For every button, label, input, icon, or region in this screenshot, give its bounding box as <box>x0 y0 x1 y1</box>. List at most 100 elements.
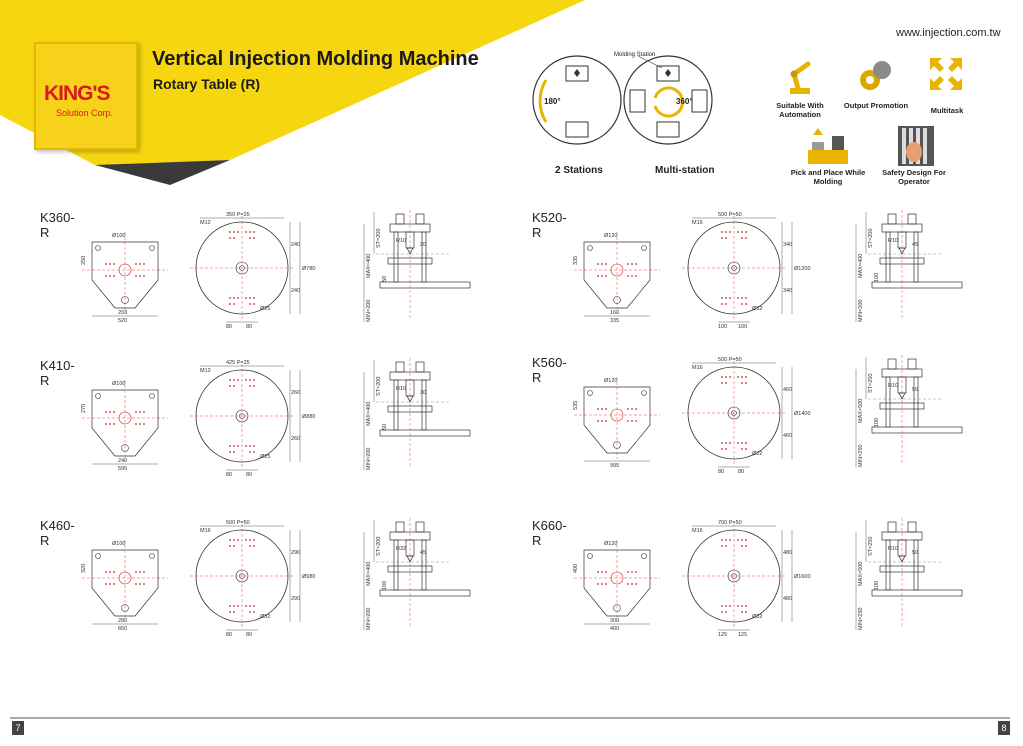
robot-arm-icon <box>790 61 811 94</box>
hole-dia-label: Ø100 <box>112 233 125 239</box>
radius-r1-label: 240 <box>291 242 300 248</box>
bottom-b2-label: 80 <box>738 469 744 475</box>
base-plate-drawing: Ø100 240 595 270 <box>81 380 168 472</box>
model-name: K410-R <box>40 358 75 388</box>
molding-station-label: Molding Station <box>614 52 656 58</box>
radius-r2-label: 460 <box>783 433 792 439</box>
height-label: 50 <box>382 424 388 430</box>
nozzle-r-label: R10 <box>396 238 406 244</box>
model-name: K460-R <box>40 518 75 548</box>
page-number-right: 8 <box>998 721 1010 735</box>
max-label: MAX=400 <box>858 254 864 278</box>
rotary-table-drawing: 500 P=50 M16 Ø32 80 80 Ø980 290 290 <box>190 520 315 638</box>
stroke-label: ST=250 <box>868 537 874 556</box>
min-label: MIN=250 <box>858 608 864 630</box>
stroke-label: ST=250 <box>868 374 874 393</box>
press-side-drawing: ST=250 MAX=500 MIN=250 R10 50 100 <box>855 355 963 467</box>
nozzle-d-label: 50 <box>912 387 918 393</box>
table-dia-label: Ø880 <box>302 414 315 420</box>
thread-label: M12 <box>200 368 211 374</box>
base-w1-label: 650 <box>118 626 127 632</box>
min-label: MIN=200 <box>366 300 372 322</box>
nozzle-d-label: 50 <box>912 550 918 556</box>
company-logo: KING'S Solution Corp. <box>34 42 138 150</box>
base-h1-label: 400 <box>573 564 579 573</box>
press-side-drawing: ST=250 MAX=500 MIN=250 R10 50 100 <box>855 518 963 630</box>
nozzle-d-label: 20 <box>420 242 426 248</box>
radius-r2-label: 290 <box>291 596 300 602</box>
radius-r1-label: 340 <box>783 242 792 248</box>
multi-station-label: Multi-station <box>655 165 715 176</box>
pitch-label: 500 P=50 <box>718 357 742 363</box>
base-h1-label: 270 <box>81 404 87 413</box>
press-side-drawing: ST=200 MAX=400 MIN=200 R32 45 100 <box>363 518 471 630</box>
base-h1-label: 535 <box>573 401 579 410</box>
pitch-label: 700 P=50 <box>718 520 742 526</box>
bottom-b1-label: 80 <box>226 632 232 638</box>
feature-label-pick-place: Pick and Place While Molding <box>790 168 866 186</box>
angle-180-label: 180° <box>544 97 561 106</box>
page-number-left: 7 <box>12 721 24 735</box>
height-label: 100 <box>382 581 388 590</box>
table-dia-label: Ø1200 <box>794 266 811 272</box>
press-side-drawing: ST=200 MAX=400 MIN=200 R10 20 50 <box>363 210 471 322</box>
base-plate-drawing: Ø120 300 400 400 <box>573 540 660 632</box>
bottom-b2-label: 80 <box>246 632 252 638</box>
base-h1-label: 250 <box>81 256 87 265</box>
hole-dia-label: Ø100 <box>112 381 125 387</box>
pin-dia-label: Ø32 <box>752 451 762 457</box>
rotary-table-drawing: 425 P=25 M12 Ø25 80 80 Ø880 260 260 <box>190 360 315 478</box>
pitch-label: 350 P=25 <box>226 212 250 218</box>
pitch-label: 500 P=50 <box>226 520 250 526</box>
nozzle-r-label: R32 <box>396 546 406 552</box>
pitch-label: 500 P=50 <box>718 212 742 218</box>
max-label: MAX=500 <box>858 562 864 586</box>
rotary-table-drawing: 500 P=50 M16 Ø32 100 100 Ø1200 340 340 <box>682 212 811 330</box>
height-label: 100 <box>874 581 880 590</box>
output-promotion-icon <box>860 61 891 90</box>
table-dia-label: Ø1400 <box>794 411 811 417</box>
hole-dia-label: Ø120 <box>604 541 617 547</box>
hole-dia-label: Ø100 <box>112 541 125 547</box>
rotary-table-drawing: 350 P=25 M12 Ø25 80 80 Ø780 240 240 <box>190 212 315 330</box>
model-name: K560-R <box>532 355 567 385</box>
feature-label-safety: Safety Design For Operator <box>882 168 946 186</box>
nozzle-r-label: R10 <box>888 383 898 389</box>
thread-label: M12 <box>200 220 211 226</box>
radius-r1-label: 290 <box>291 550 300 556</box>
max-label: MAX=500 <box>858 399 864 423</box>
base-w1-label: 335 <box>610 318 619 324</box>
base-plate-drawing: Ø100 280 650 320 <box>81 540 168 632</box>
base-w1-label: 400 <box>610 626 619 632</box>
base-plate-drawing: Ø120 160 335 335 <box>573 232 660 324</box>
radius-r2-label: 240 <box>291 288 300 294</box>
bottom-b2-label: 125 <box>738 632 747 638</box>
rotary-table-drawing: 500 P=50 M16 Ø32 80 80 Ø1400 460 460 <box>682 357 811 475</box>
multitask-icon <box>930 58 962 90</box>
press-side-drawing: ST=200 MAX=400 MIN=200 R10 45 100 <box>855 210 963 322</box>
bottom-b2-label: 80 <box>246 324 252 330</box>
thread-label: M16 <box>200 528 211 534</box>
min-label: MIN=250 <box>858 445 864 467</box>
thread-label: M16 <box>692 528 703 534</box>
feature-label-multitask: Multitask <box>930 106 964 115</box>
stroke-label: ST=200 <box>376 229 382 248</box>
table-dia-label: Ø1600 <box>794 574 811 580</box>
radius-r1-label: 260 <box>291 390 300 396</box>
max-label: MAX=400 <box>366 254 372 278</box>
hole-dia-label: Ø120 <box>604 378 617 384</box>
base-h1-label: 320 <box>81 564 87 573</box>
hole-dia-label: Ø120 <box>604 233 617 239</box>
radius-r2-label: 260 <box>291 436 300 442</box>
bottom-b1-label: 100 <box>718 324 727 330</box>
pick-place-icon <box>808 128 848 164</box>
base-w1-label: 520 <box>118 318 127 324</box>
press-side-drawing: ST=200 MAX=400 MIN=200 R10 30 50 <box>363 358 471 470</box>
height-label: 100 <box>874 418 880 427</box>
pitch-label: 425 P=25 <box>226 360 250 366</box>
nozzle-r-label: R10 <box>888 546 898 552</box>
height-label: 50 <box>382 276 388 282</box>
safety-hand-icon <box>898 126 934 166</box>
website-link[interactable]: www.injection.com.tw <box>896 27 1001 39</box>
stroke-label: ST=200 <box>376 377 382 396</box>
